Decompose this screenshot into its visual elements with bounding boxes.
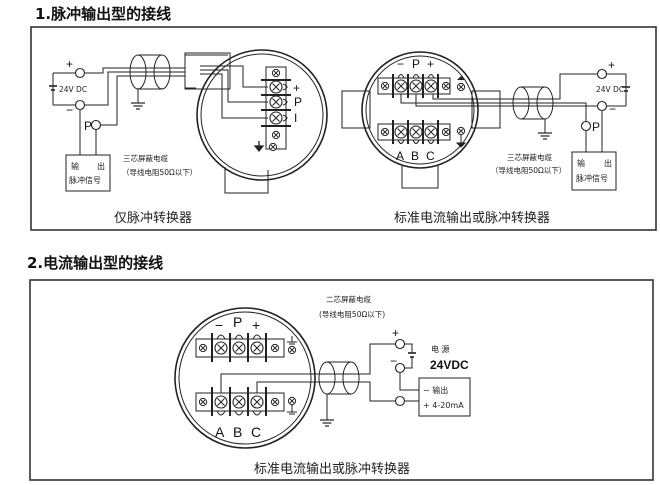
plus-label-right: + [608, 58, 615, 72]
terminal-strip-top-current: − P + [195, 314, 297, 362]
ground-symbol-bottom [455, 135, 467, 148]
device-text-1a: 输 [71, 161, 79, 171]
power-label: 24V DC [59, 85, 87, 94]
section2-title: 2.电流输出型的接线 [27, 254, 163, 272]
ground-symbol-top [457, 76, 465, 80]
pulse-only-diagram: + − 24V DC P 输 出 脉冲信号 三芯屏蔽电缆 （导线电阻50Ω以下） [49, 49, 328, 226]
shielded-cable-right [512, 86, 554, 140]
cable-spec-line1-current: 二芯屏蔽电缆 [326, 294, 371, 304]
section1-title: 1.脉冲输出型的接线 [35, 5, 171, 23]
caption-current-output: 标准电流输出或脉冲转换器 [254, 461, 410, 477]
plus-label-current: + [392, 326, 399, 340]
top-label-minus-2: − [215, 317, 223, 333]
cable-spec-line2: （导线电阻50Ω以下） [122, 167, 197, 177]
minus-label-right: − [609, 102, 616, 116]
terminal-strip-bottom-right: A B C [377, 120, 467, 163]
power-supply-left: + − 24V DC [49, 57, 87, 117]
bottom-label-b: B [411, 149, 419, 163]
top-label-p: P [412, 57, 420, 71]
output-line2: + 4-20mA [423, 401, 464, 410]
cable-spec-line1: 三芯屏蔽电缆 [123, 153, 168, 163]
pulse-signal-device-right [571, 151, 617, 191]
cable-spec-line2-current: (导线电阻50Ω以下) [319, 309, 385, 319]
minus-label: − [66, 103, 73, 117]
terminal-strip-left: + P I [253, 66, 302, 153]
converter-housing-left [196, 49, 328, 181]
bottom-label-c-2: C [251, 424, 261, 440]
device-text-1b-right: 出 [604, 158, 612, 168]
standard-converter-diagram: − P + A B C [341, 51, 630, 226]
bottom-label-c: C [426, 149, 435, 163]
current-output-diagram: − P + A B C [174, 294, 471, 477]
terminal-label-plus: + [293, 81, 300, 95]
converter-housing-current [174, 307, 316, 449]
p-label-right: P [592, 120, 600, 134]
terminal-label-i: I [294, 111, 297, 125]
minus-label-current: − [390, 354, 397, 368]
terminal-strip-bottom-current: A B C [195, 387, 297, 440]
converter-housing-right [361, 51, 479, 169]
bottom-label-b-2: B [233, 424, 242, 440]
plus-label: + [66, 57, 73, 71]
pulse-signal-device [65, 154, 111, 192]
cable-spec-line2-right: （导线电阻50Ω以下） [491, 165, 566, 175]
p-label: P [84, 119, 92, 133]
top-label-minus: − [397, 57, 404, 71]
top-label-plus-2: + [252, 317, 260, 333]
output-line1: − 输出 [423, 385, 448, 395]
device-text-1a-right: 输 [577, 158, 585, 168]
bottom-label-a-2: A [215, 424, 225, 440]
cable-spec-line1-right: 三芯屏蔽电缆 [507, 152, 552, 162]
shielded-cable-left [129, 54, 171, 110]
section1-frame [30, 26, 657, 231]
device-text-2: 脉冲信号 [69, 175, 101, 185]
power-label-right: 24V DC [596, 85, 624, 94]
shielded-cable-current [318, 361, 360, 427]
device-text-1b: 出 [97, 161, 105, 171]
caption-pulse-only: 仅脉冲转换器 [114, 211, 192, 226]
terminal-label-p: P [294, 95, 302, 109]
caption-standard-converter: 标准电流输出或脉冲转换器 [394, 210, 550, 226]
section2-frame [29, 279, 654, 481]
ground-symbol [253, 141, 265, 153]
top-label-plus: + [427, 57, 434, 71]
device-text-2-right: 脉冲信号 [576, 173, 608, 183]
current-output-device [418, 377, 471, 417]
power-value: 24VDC [430, 358, 469, 372]
bottom-label-a: A [396, 149, 404, 163]
top-label-p-2: P [233, 314, 242, 330]
power-title: 电 源 [431, 344, 450, 354]
terminal-strip-top-right: − P + [377, 57, 466, 98]
